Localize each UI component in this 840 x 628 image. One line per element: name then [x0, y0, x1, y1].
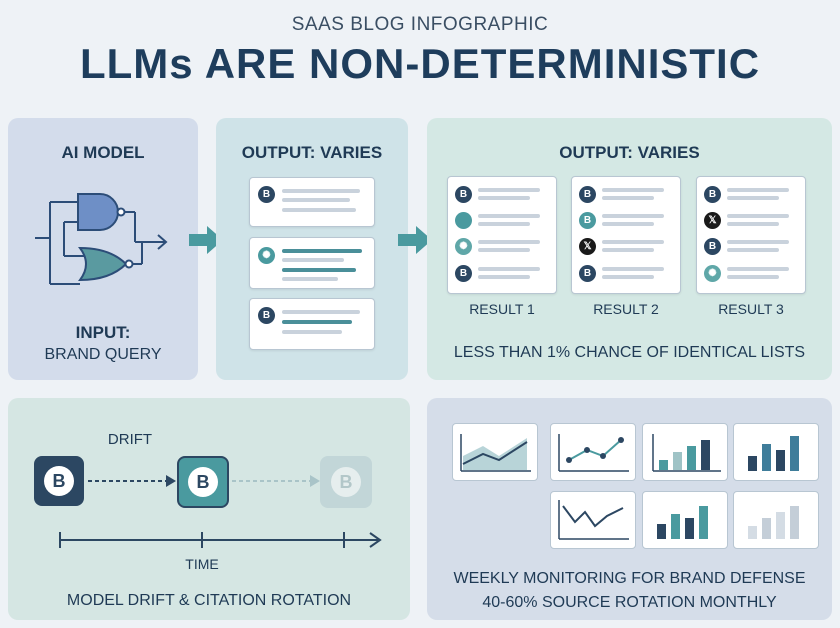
bar-chart-icon — [642, 423, 728, 481]
page-title: LLMs ARE NON-DETERMINISTIC — [79, 40, 761, 87]
logic-gates-icon — [35, 193, 168, 285]
output-card: B — [249, 177, 375, 227]
brand-b-icon-inner: B — [44, 466, 74, 496]
area-chart-icon — [452, 423, 538, 481]
time-label: TIME — [185, 556, 219, 572]
result-card-2: B B 𝕏 B — [571, 176, 681, 294]
result-label-1: RESULT 1 — [469, 301, 535, 317]
input-label: INPUT: — [75, 323, 131, 342]
dot-icon — [455, 212, 472, 229]
ai-model-title: AI MODEL — [61, 143, 145, 162]
brand-b-icon: B — [258, 307, 275, 324]
line-chart-icon — [550, 423, 636, 481]
bar-chart-icon — [642, 491, 728, 549]
x-logo-icon: 𝕏 — [579, 238, 596, 255]
monitoring-caption-2: 40-60% SOURCE ROTATION MONTHLY — [482, 594, 777, 611]
drift-label: DRIFT — [107, 431, 153, 448]
page-subtitle: SAAS BLOG INFOGRAPHIC — [291, 14, 549, 35]
brand-b-icon: B — [579, 265, 596, 282]
faded-bar-chart-icon — [733, 491, 819, 549]
results-title: OUTPUT: VARIES — [559, 143, 700, 162]
openai-icon: ✺ — [455, 238, 472, 255]
openai-icon: ✺ — [704, 265, 721, 282]
result-card-3: B 𝕏 B ✺ — [696, 176, 806, 294]
flow-arrow-icon — [398, 226, 432, 254]
timeline-axis — [59, 532, 382, 548]
brand-b-icon: B — [258, 186, 275, 203]
openai-icon: ✺ — [258, 247, 275, 264]
brand-b-icon: B — [455, 265, 472, 282]
input-value: BRAND QUERY — [44, 346, 162, 363]
brand-b-icon-inner: B — [188, 467, 218, 497]
output-title: OUTPUT: VARIES — [241, 143, 383, 162]
brand-b-icon: B — [704, 186, 721, 203]
declining-line-chart-icon — [550, 491, 636, 549]
bar-chart-icon — [733, 423, 819, 481]
result-card-1: B ✺ B — [447, 176, 557, 294]
drift-arrow-icon — [88, 475, 176, 487]
drift-caption: MODEL DRIFT & CITATION ROTATION — [66, 592, 352, 609]
model-drift-panel — [8, 398, 410, 620]
brand-b-icon-inner: B — [331, 467, 361, 497]
result-label-2: RESULT 2 — [593, 301, 659, 317]
output-card: ✺ — [249, 237, 375, 289]
result-label-3: RESULT 3 — [718, 301, 784, 317]
output-card: B — [249, 298, 375, 350]
brand-b-icon: B — [579, 212, 596, 229]
x-logo-icon: 𝕏 — [704, 212, 721, 229]
brand-b-icon: B — [704, 238, 721, 255]
brand-b-icon: B — [455, 186, 472, 203]
ai-model-panel — [8, 118, 198, 380]
brand-b-icon: B — [579, 186, 596, 203]
identical-lists-caption: LESS THAN 1% CHANCE OF IDENTICAL LISTS — [453, 344, 806, 361]
monitoring-caption-1: WEEKLY MONITORING FOR BRAND DEFENSE — [453, 570, 806, 587]
flow-arrow-icon — [189, 226, 223, 254]
faded-drift-arrow-icon — [232, 475, 320, 487]
